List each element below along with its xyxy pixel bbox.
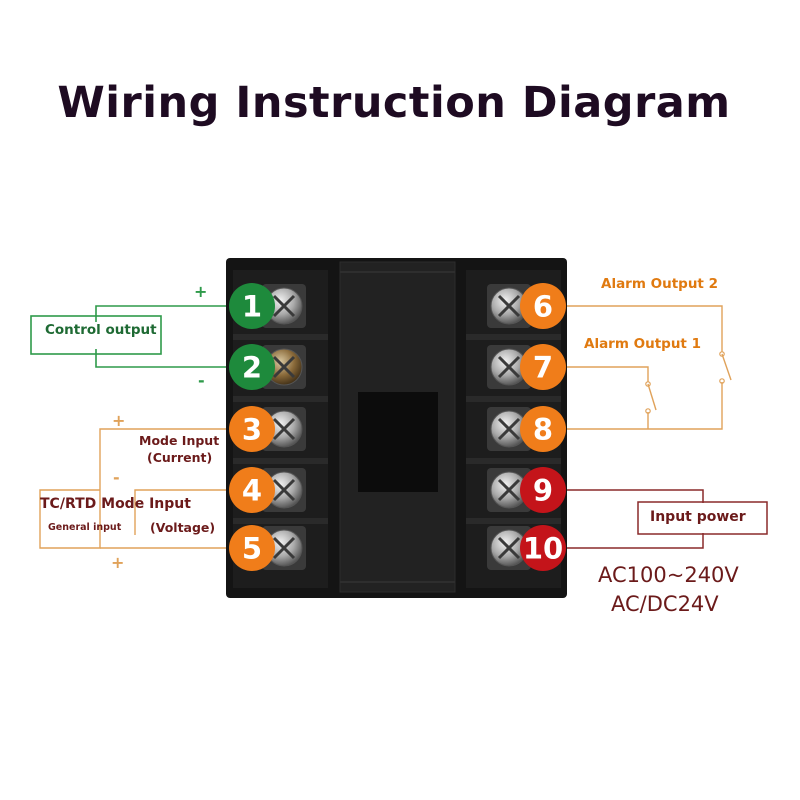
screws: [262, 284, 531, 570]
input-power-label: Input power: [650, 509, 746, 525]
right-ridges: [466, 334, 561, 524]
terminal-1-plus: +: [194, 282, 207, 301]
terminal-3-plus: +: [112, 411, 125, 430]
terminal-6: 6: [520, 283, 566, 329]
terminal-9: 9: [520, 467, 566, 513]
alarm-output-2-label: Alarm Output 2: [601, 276, 718, 292]
screw-5: [262, 526, 306, 570]
input-power-box: [637, 501, 768, 535]
terminal-7-number: 7: [533, 351, 553, 385]
terminal-1-number: 1: [242, 290, 262, 324]
terminal-10-badge: [520, 525, 566, 571]
alarm-1-switch: [647, 383, 657, 411]
diagram-title: Wiring Instruction Diagram: [57, 78, 731, 128]
screw-9: [487, 468, 531, 512]
terminal-9-number: 9: [533, 474, 553, 508]
wire-terminal-9: [565, 489, 704, 503]
terminal-8-badge: [520, 406, 566, 452]
labels: Control output Alarm Output 2 Alarm Outp…: [40, 276, 746, 616]
screw-8: [487, 407, 531, 451]
terminal-7-badge: [520, 344, 566, 390]
screw-6: [487, 284, 531, 328]
general-input-label: General input: [48, 522, 122, 533]
terminal-7: 7: [520, 344, 566, 390]
terminal-6-badge: [520, 283, 566, 329]
terminal-3: 3: [229, 406, 275, 452]
terminal-8: 8: [520, 406, 566, 452]
terminal-6-number: 6: [533, 290, 553, 324]
mode-input-label: Mode Input: [139, 433, 219, 448]
terminal-2-minus: -: [198, 371, 205, 390]
wire-terminal-7: [565, 366, 649, 382]
terminal-9-badge: [520, 467, 566, 513]
left-ridges: [233, 334, 328, 524]
wire-terminal-6: [565, 305, 723, 352]
terminal-10-number: 10: [523, 532, 563, 566]
terminal-4-number: 4: [242, 474, 262, 508]
screw-10: [487, 526, 531, 570]
terminal-3-badge: [229, 406, 275, 452]
terminal-4-badge: [229, 467, 275, 513]
terminal-3-number: 3: [242, 413, 262, 447]
alarm-output-1-label: Alarm Output 1: [584, 336, 701, 352]
terminal-2: 2: [229, 344, 275, 390]
terminal-1-badge: [229, 283, 275, 329]
voltage-label: (Voltage): [150, 520, 215, 535]
current-label: (Current): [147, 450, 212, 465]
wires: [30, 305, 768, 549]
terminal-8-number: 8: [533, 413, 553, 447]
wire-terminal-2: [95, 349, 230, 368]
wire-terminal-10: [565, 533, 704, 549]
terminal-5: 5: [229, 525, 275, 571]
screw-1: [262, 284, 306, 328]
control-output-box: [30, 315, 162, 355]
wire-terminal-8: [565, 382, 723, 430]
terminal-1: 1: [229, 283, 275, 329]
alarm-2-switch: [721, 353, 732, 381]
screw-3: [262, 407, 306, 451]
terminal-5-number: 5: [242, 532, 262, 566]
terminal-circles: 1 2 3 4 5 6 7 8 9 10: [229, 283, 566, 571]
terminal-4: 4: [229, 467, 275, 513]
terminal-5-plus: +: [111, 553, 124, 572]
screw-4: [262, 468, 306, 512]
acdc-label: AC/DC24V: [611, 592, 719, 616]
terminal-2-badge: [229, 344, 275, 390]
screw-2: [262, 345, 306, 389]
terminal-10: 10: [520, 525, 566, 571]
terminal-5-badge: [229, 525, 275, 571]
ac-range-label: AC100~240V: [598, 563, 739, 587]
tc-rtd-mode-input-label: TC/RTD Mode Input: [40, 496, 191, 512]
wire-terminal-3: [39, 428, 230, 549]
terminal-4-minus: -: [113, 468, 120, 487]
wire-terminal-4: [134, 489, 230, 535]
terminal-2-number: 2: [242, 351, 262, 385]
control-output-label: Control output: [45, 322, 157, 338]
wire-terminal-1: [95, 305, 230, 322]
